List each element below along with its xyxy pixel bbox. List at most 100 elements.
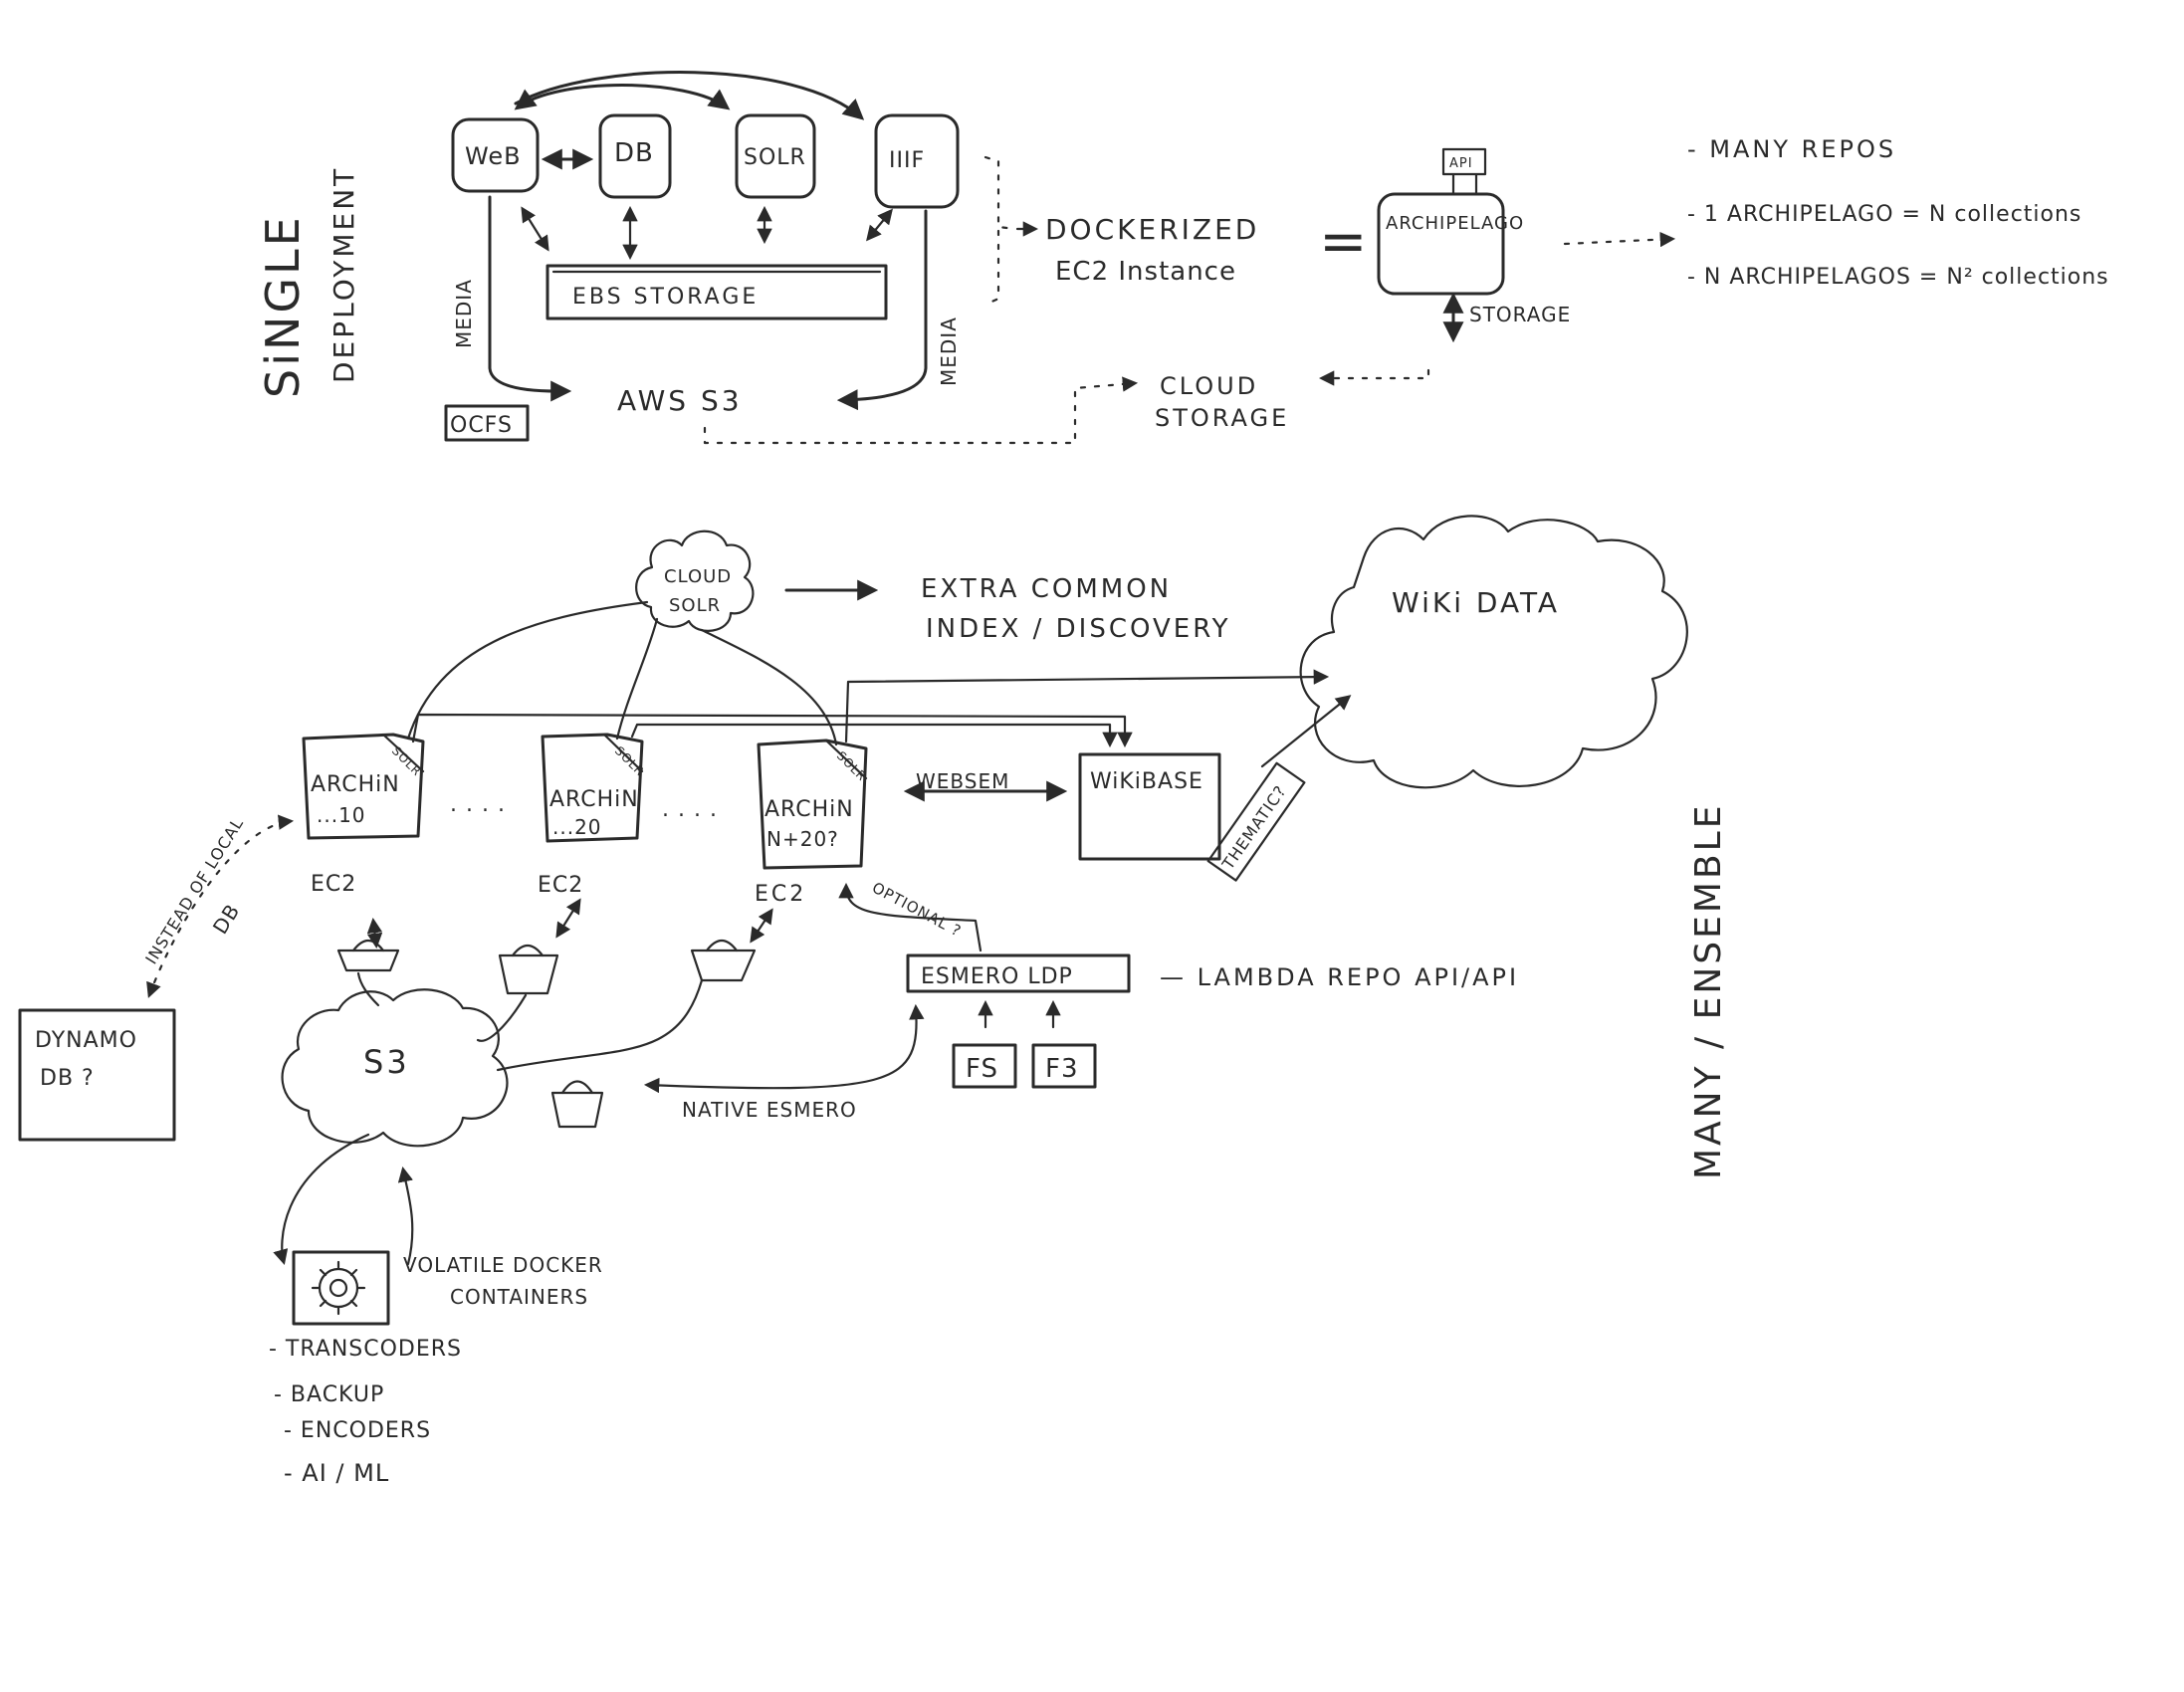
note-1: - MANY REPOS bbox=[1687, 135, 1896, 163]
cloud-solr-shape bbox=[635, 529, 755, 632]
single-title-2: DEPLOYMENT bbox=[328, 166, 360, 383]
instead-label-2: DB bbox=[208, 900, 245, 939]
ec2-label-1: EC2 bbox=[311, 872, 356, 897]
dynamo-label-1: DYNAMO bbox=[35, 1028, 137, 1053]
f3-label: F3 bbox=[1045, 1054, 1079, 1084]
note-2: - 1 ARCHIPELAGO = N collections bbox=[1687, 202, 2081, 227]
archin-node-1: SOLR ARCHiN ...10 bbox=[302, 733, 425, 840]
dynamo-box bbox=[18, 1008, 176, 1142]
cloud-solr-label-1: CLOUD bbox=[664, 566, 732, 587]
ocfs-label: OCFS bbox=[450, 413, 513, 438]
websem-label: WEBSEM bbox=[916, 769, 1009, 793]
media-left-label: MEDIA bbox=[452, 279, 476, 348]
bucket-icon bbox=[690, 939, 757, 982]
dynamo-archin-dashed bbox=[146, 814, 295, 998]
archin-1-sub: ...10 bbox=[317, 803, 366, 827]
bucket-icon bbox=[498, 944, 559, 995]
ellipsis-1: . . . . bbox=[450, 792, 506, 817]
api-box bbox=[1441, 147, 1487, 176]
thematic-tag: THEMATIC? bbox=[1206, 761, 1306, 882]
note-3: - N ARCHIPELAGOS = N² collections bbox=[1687, 265, 2109, 290]
esmero-label: ESMERO LDP bbox=[921, 964, 1073, 989]
bucket-icon bbox=[336, 939, 400, 972]
s3-label: S3 bbox=[363, 1043, 410, 1081]
cloud-storage-label-1: CLOUD bbox=[1160, 372, 1258, 400]
solr-corner-line-1 bbox=[381, 733, 425, 773]
native-esmero-arrow bbox=[643, 1003, 925, 1094]
archipelago-label: ARCHIPELAGO bbox=[1386, 213, 1524, 234]
solr-box bbox=[735, 113, 816, 199]
extra-index-label-1: EXTRA COMMON bbox=[921, 574, 1172, 604]
dockerized-label-1: DOCKERIZED bbox=[1045, 213, 1259, 246]
esmero-box bbox=[906, 953, 1131, 993]
archipelago-box bbox=[1377, 192, 1505, 296]
dockerized-bracket bbox=[983, 155, 1017, 307]
cloud-storage-label-2: STORAGE bbox=[1155, 404, 1289, 432]
solr-corner-line-2 bbox=[602, 733, 644, 773]
wikidata-cloud-shape bbox=[1299, 515, 1688, 789]
archin-1-label: ARCHiN bbox=[311, 772, 400, 797]
solr-label: SOLR bbox=[744, 145, 806, 170]
iiif-label: IIIF bbox=[889, 148, 925, 173]
web-iiif-arc bbox=[514, 71, 865, 120]
web-label: WeB bbox=[465, 142, 522, 170]
solr-archin1-line bbox=[406, 600, 649, 740]
ec2-2-bucket-arrow bbox=[555, 898, 581, 939]
optional-label: OPTIONAL ? bbox=[869, 879, 965, 941]
optional-arrow bbox=[838, 882, 983, 952]
archin-2-sub: ...20 bbox=[552, 815, 602, 839]
web-solr-arc bbox=[514, 84, 731, 110]
cloud-storage-dotted-path bbox=[703, 376, 1139, 445]
db-box bbox=[598, 113, 672, 199]
media-left-line bbox=[488, 195, 572, 402]
wikibase-label: WiKiBASE bbox=[1090, 769, 1203, 794]
fs-box bbox=[952, 1043, 1017, 1089]
gear-icon bbox=[311, 1260, 366, 1316]
solr-archin2-line bbox=[615, 617, 659, 740]
ec2-3-bucket-arrow bbox=[750, 908, 773, 944]
instead-label-1: INSTEAD OF LOCAL bbox=[141, 814, 247, 967]
archipelago-storage-label: STORAGE bbox=[1469, 303, 1571, 326]
native-esmero-label: NATIVE ESMERO bbox=[682, 1098, 857, 1122]
ebs-storage-box bbox=[546, 264, 888, 320]
archin-3-label: ARCHiN bbox=[764, 797, 854, 822]
fs-label: FS bbox=[966, 1054, 998, 1084]
s3-docker-left-arrow bbox=[273, 1133, 370, 1265]
storage-to-cloud-dotted bbox=[1318, 368, 1430, 386]
ellipsis-2: . . . . bbox=[662, 797, 718, 822]
equals-sign: = bbox=[1319, 207, 1368, 275]
ebs-storage-label: EBS STORAGE bbox=[572, 285, 759, 310]
ocfs-box bbox=[444, 404, 530, 442]
task-4: - AI / ML bbox=[284, 1459, 389, 1487]
dynamo-label-2: DB ? bbox=[40, 1066, 95, 1091]
archin-node-2: SOLR ARCHiN ...20 bbox=[541, 733, 647, 843]
extra-index-label-2: INDEX / DISCOVERY bbox=[926, 614, 1231, 644]
iiif-ebs-arrow bbox=[866, 208, 893, 242]
web-ebs-arrow bbox=[521, 206, 549, 252]
archin2-wikibase-line bbox=[630, 723, 1118, 748]
s3-cloud-shape bbox=[281, 988, 509, 1148]
archin-2-label: ARCHiN bbox=[549, 787, 639, 812]
bucket1-s3-line bbox=[356, 971, 380, 1007]
media-right-line bbox=[836, 209, 928, 411]
aws-s3-label: AWS S3 bbox=[617, 384, 743, 417]
f3-box bbox=[1031, 1043, 1097, 1089]
task-1: - TRANSCODERS bbox=[269, 1337, 462, 1362]
task-2: - BACKUP bbox=[274, 1382, 384, 1407]
single-title-1: SiNGLE bbox=[256, 214, 310, 398]
archin1-wikibase-line bbox=[411, 713, 1133, 748]
api-label: API bbox=[1449, 156, 1473, 171]
media-right-label: MEDIA bbox=[937, 317, 961, 386]
lambda-label: — LAMBDA REPO API/API bbox=[1160, 963, 1519, 991]
wikibase-box bbox=[1078, 752, 1221, 861]
web-box bbox=[451, 117, 540, 193]
bucket-icon bbox=[550, 1080, 604, 1129]
archin-node-3: SOLR ARCHiN N+20? bbox=[757, 739, 869, 870]
cloud-solr-label-2: SOLR bbox=[669, 595, 721, 616]
ec2-1-bucket-arrow bbox=[366, 917, 383, 950]
archin-wikidata-line bbox=[844, 669, 1330, 743]
task-3: - ENCODERS bbox=[284, 1418, 431, 1443]
ec2-label-2: EC2 bbox=[538, 873, 583, 898]
